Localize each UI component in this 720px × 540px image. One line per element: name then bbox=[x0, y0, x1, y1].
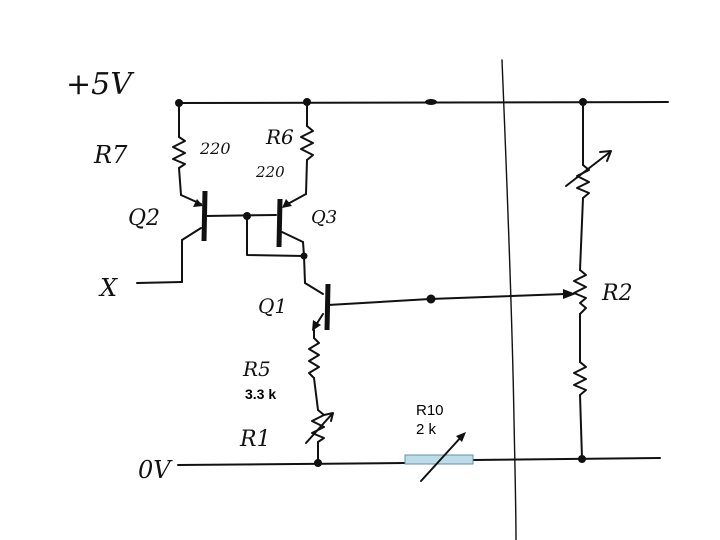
r5-resistor bbox=[308, 337, 320, 379]
q1-label: Q1 bbox=[258, 294, 287, 318]
r10-label: R10 bbox=[416, 402, 444, 419]
r5-label: R5 bbox=[242, 357, 271, 381]
q3-base-bar bbox=[276, 198, 283, 248]
junction-rail-mid bbox=[425, 99, 437, 105]
r1-label: R1 bbox=[239, 427, 271, 452]
q2-label: Q2 bbox=[128, 206, 160, 231]
r5-value: 3.3 k bbox=[245, 386, 276, 402]
r-upper-arrow bbox=[565, 151, 611, 187]
ground-rail-left bbox=[177, 462, 406, 466]
r6-value: 220 bbox=[255, 163, 285, 181]
r6-resistor bbox=[300, 125, 314, 161]
junction-r7-top bbox=[175, 99, 183, 107]
r10-arrow-head bbox=[456, 432, 466, 442]
r7-label: R7 bbox=[93, 141, 128, 169]
q3-emitter-arrow bbox=[282, 199, 292, 208]
r6-wire-bottom bbox=[305, 159, 308, 195]
ground-rail-right bbox=[472, 457, 661, 461]
q2-emitter-arrow bbox=[193, 199, 203, 207]
q2-collector bbox=[181, 227, 202, 241]
r2-label: R2 bbox=[601, 281, 633, 306]
junction-r6-top bbox=[303, 98, 311, 106]
r-upper-arrow-head bbox=[599, 150, 612, 162]
r2-potentiometer bbox=[573, 269, 587, 315]
junction-base-link bbox=[243, 212, 251, 220]
junction-q3-q1 bbox=[300, 252, 308, 260]
q3-diode-link bbox=[246, 215, 305, 257]
r-lower-resistor bbox=[573, 361, 587, 396]
r7-value: 220 bbox=[199, 139, 231, 158]
junction-base-wire bbox=[426, 294, 436, 304]
r5-wire-bottom bbox=[313, 377, 319, 411]
input-wire bbox=[136, 281, 183, 284]
r10-value: 2 k bbox=[416, 421, 437, 438]
r-lower-wire bbox=[579, 394, 583, 459]
supply-label: +5V bbox=[66, 67, 135, 102]
r1-arrow-head bbox=[323, 412, 334, 422]
r1-variable-arrow bbox=[305, 413, 333, 444]
r7-wire-bottom bbox=[178, 167, 182, 196]
base-wire bbox=[327, 298, 431, 306]
r7-resistor bbox=[172, 136, 186, 169]
q1-emitter-arrow bbox=[312, 320, 321, 331]
base-link-wire bbox=[204, 214, 277, 217]
q1-base-bar bbox=[324, 283, 331, 331]
divider-line bbox=[501, 59, 517, 540]
r2-wire-mid bbox=[579, 197, 584, 271]
q3-label: Q3 bbox=[311, 207, 337, 228]
junction-rail-right bbox=[579, 98, 587, 106]
q3-collector bbox=[281, 231, 304, 243]
input-label: X bbox=[98, 274, 118, 302]
q1-collector bbox=[304, 282, 324, 295]
supply-rail bbox=[177, 101, 669, 104]
junction-ground-r1 bbox=[314, 459, 322, 467]
r10-resistor bbox=[404, 454, 474, 465]
junction-ground-right bbox=[578, 455, 586, 463]
wiper-arrow bbox=[563, 289, 576, 299]
r-upper-variable bbox=[576, 164, 590, 199]
ground-label: 0V bbox=[138, 456, 173, 484]
r6-label: R6 bbox=[265, 125, 294, 149]
r10-variable-arrow bbox=[420, 435, 463, 482]
q1-collector-wire bbox=[303, 255, 306, 284]
wiper-wire bbox=[429, 293, 566, 300]
